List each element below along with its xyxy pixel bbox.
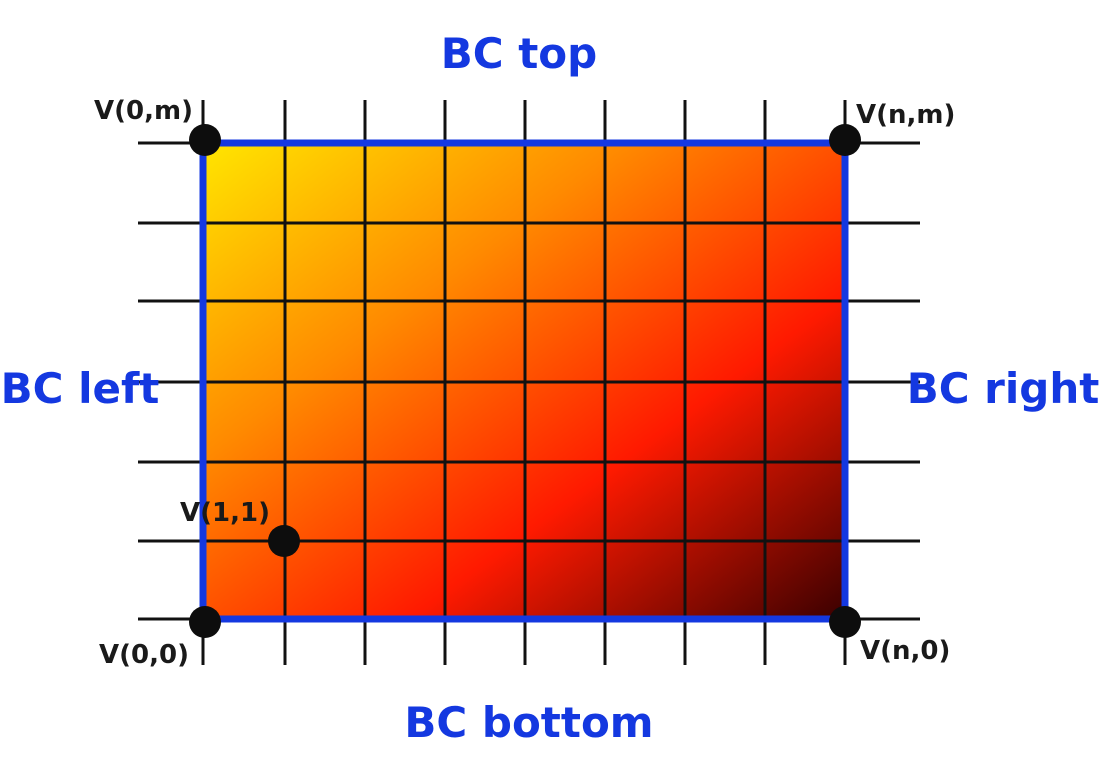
vertex-label-top-right: V(n,m) [856, 100, 955, 130]
bc-bottom-label: BC bottom [404, 698, 653, 747]
bc-right-label: BC right [907, 364, 1100, 413]
boundary-rectangle [199, 139, 849, 623]
node-top-right [829, 124, 861, 156]
vertex-label-interior: V(1,1) [180, 498, 270, 528]
node-top-left [189, 124, 221, 156]
node-bottom-left [189, 606, 221, 638]
bc-left-label: BC left [1, 364, 160, 413]
node-bottom-right [829, 606, 861, 638]
bc-top-label: BC top [441, 29, 597, 78]
vertex-label-top-left: V(0,m) [94, 96, 193, 126]
vertex-label-bottom-right: V(n,0) [860, 636, 950, 666]
vertex-label-bottom-left: V(0,0) [99, 640, 189, 670]
node-interior [268, 525, 300, 557]
